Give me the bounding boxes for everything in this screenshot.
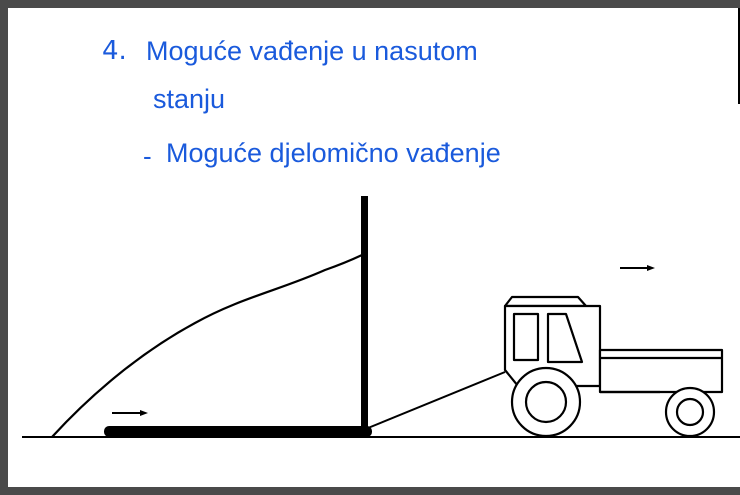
stake-pole	[361, 196, 368, 437]
item-number: 4.	[102, 36, 127, 66]
bullet-text: Moguće djelomično vađenje	[166, 138, 501, 168]
laid-material	[104, 426, 372, 437]
bullet-dash: -	[143, 141, 152, 171]
right-edge-line	[738, 8, 740, 104]
tow-cable	[367, 371, 506, 429]
material-pile-outline	[51, 254, 363, 438]
tractor-icon	[503, 295, 724, 438]
slide-title-line2: stanju	[153, 84, 226, 114]
slide-title-line1: Moguće vađenje u nasutom	[146, 36, 478, 66]
arrow-right-icon	[112, 410, 148, 416]
arrow-right-icon	[620, 265, 655, 271]
